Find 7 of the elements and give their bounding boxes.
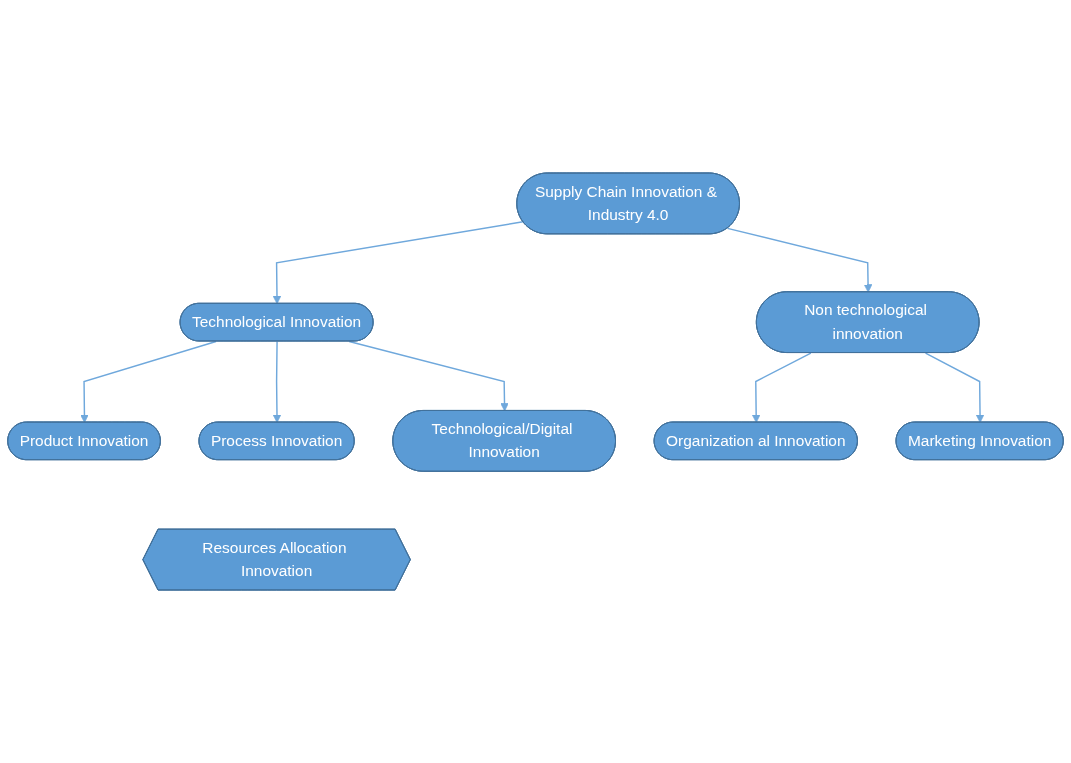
arrow xyxy=(272,221,524,305)
arrow xyxy=(272,340,282,423)
arrow xyxy=(726,227,873,293)
arrow xyxy=(80,340,217,423)
arrow xyxy=(751,352,812,423)
arrow xyxy=(348,340,509,412)
arrow xyxy=(924,352,985,423)
